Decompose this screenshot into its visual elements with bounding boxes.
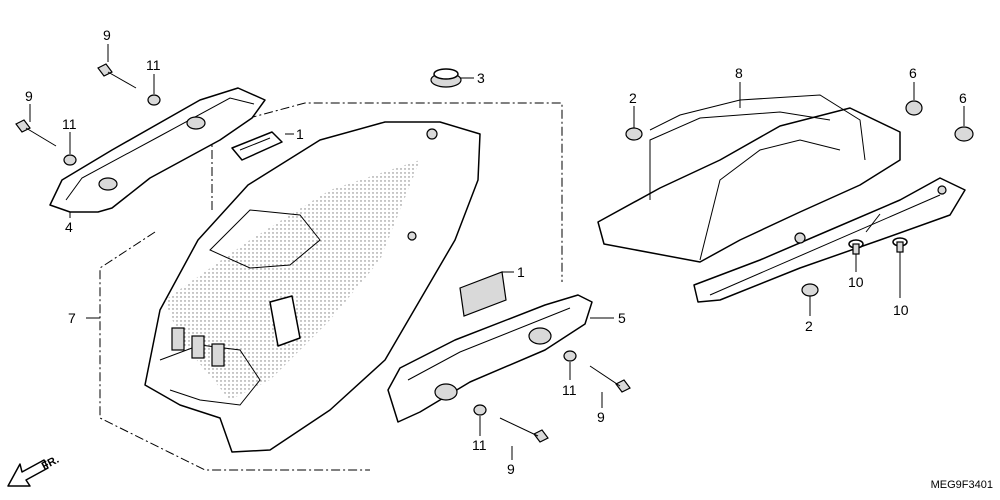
collar-10b <box>892 237 908 253</box>
grommet <box>430 68 462 88</box>
callout-9a: 9 <box>103 27 111 43</box>
reflector-lower <box>459 271 507 317</box>
callout-9d: 9 <box>507 461 515 477</box>
callout-10b: 10 <box>893 302 909 318</box>
rear-fender <box>144 121 481 453</box>
washer-11d <box>473 404 487 416</box>
rubber-upper <box>625 127 643 141</box>
callout-2b: 2 <box>805 318 813 334</box>
callout-4: 4 <box>65 219 73 235</box>
direction-label: FR. <box>40 454 61 473</box>
washer-11a <box>147 94 161 106</box>
callout-10a: 10 <box>848 274 864 290</box>
callout-labels: 1 1 2 2 3 4 5 6 6 7 8 9 9 9 9 10 10 11 1… <box>25 27 967 477</box>
fender-frame <box>597 94 966 303</box>
bolt-9c <box>589 365 631 393</box>
bolt-9b <box>15 119 57 147</box>
callout-7: 7 <box>68 310 76 326</box>
collar-10a <box>848 239 864 255</box>
callout-1a: 1 <box>296 126 304 142</box>
callout-8: 8 <box>735 65 743 81</box>
callout-6b: 6 <box>959 90 967 106</box>
callout-11c: 11 <box>562 382 577 398</box>
washer-11b <box>63 154 77 166</box>
callout-6a: 6 <box>909 65 917 81</box>
bolt-9d <box>499 417 549 443</box>
callout-9b: 9 <box>25 88 33 104</box>
side-cover-right <box>387 294 593 423</box>
arrow-icon <box>7 459 49 487</box>
grommet-6b <box>954 126 974 142</box>
callout-3: 3 <box>477 70 485 86</box>
callout-9c: 9 <box>597 409 605 425</box>
leader-lines <box>29 44 965 460</box>
rubber-lower <box>801 283 819 297</box>
callout-11d: 11 <box>472 437 487 453</box>
callout-1b: 1 <box>517 264 525 280</box>
bolt-9a <box>97 63 137 89</box>
callout-11a: 11 <box>146 57 161 73</box>
reflector-upper <box>231 131 283 161</box>
front-direction-arrow: FR. <box>7 454 61 487</box>
grommet-6a <box>905 100 923 116</box>
side-cover-left <box>49 87 266 213</box>
washer-11c <box>563 350 577 362</box>
callout-5: 5 <box>618 310 626 326</box>
callout-11b: 11 <box>62 116 77 132</box>
callout-2a: 2 <box>629 90 637 106</box>
diagram-code: MEG9F3401 <box>931 479 993 491</box>
assembly-boundary <box>99 102 563 471</box>
